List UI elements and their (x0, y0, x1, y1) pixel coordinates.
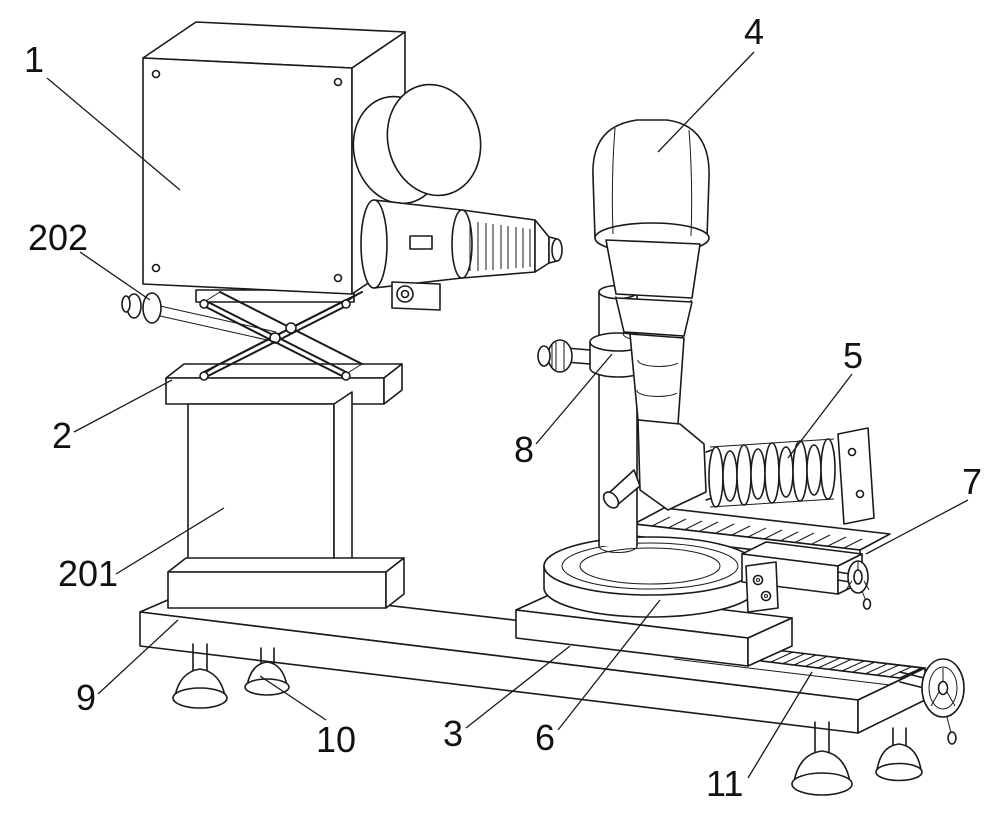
leader-line-6 (557, 599, 661, 731)
part-label-9: 9 (76, 677, 97, 718)
leader-line-9 (97, 619, 179, 695)
part-label-1: 1 (24, 39, 45, 80)
pedestal (165, 363, 405, 609)
leveling-feet (172, 643, 923, 796)
leader-line-3 (465, 645, 571, 729)
part-label-2: 2 (52, 415, 73, 456)
part-label-10: 10 (316, 719, 357, 760)
part-label-201: 201 (58, 553, 119, 594)
table-clamp-block (745, 561, 779, 613)
leader-line-2 (73, 379, 173, 433)
leader-line-8 (535, 353, 613, 445)
leader-line-7 (865, 499, 969, 555)
leader-line-10 (259, 675, 327, 721)
part-label-11: 11 (706, 763, 744, 804)
part-label-3: 3 (443, 713, 464, 754)
leader-line-11 (747, 671, 813, 779)
slide-handwheel (845, 560, 872, 610)
leader-line-5 (787, 373, 853, 459)
part-label-6: 6 (535, 717, 556, 758)
sensor-head (592, 119, 710, 511)
collimator-lens (352, 83, 563, 311)
foot (244, 647, 290, 696)
barrel-knob (391, 281, 441, 311)
leader-line-202 (79, 251, 151, 301)
crank-handle (121, 292, 162, 324)
rail-handwheel (921, 658, 965, 745)
rotary-table (543, 536, 757, 618)
foot (791, 721, 853, 796)
leader-line-1 (46, 77, 181, 191)
foot (172, 643, 228, 709)
horizontal-lens (705, 427, 875, 525)
part-label-7: 7 (962, 461, 983, 502)
part-label-4: 4 (744, 11, 765, 52)
leader-line-201 (115, 507, 225, 575)
leader-lines (46, 51, 969, 779)
leader-line-4 (657, 51, 755, 153)
scissor-lift (121, 289, 363, 381)
part-label-5: 5 (843, 335, 864, 376)
foot (875, 727, 923, 782)
probe-tip (602, 469, 641, 509)
part-label-8: 8 (514, 429, 535, 470)
mount-bracket (837, 427, 875, 525)
part-label-202: 202 (28, 217, 89, 258)
